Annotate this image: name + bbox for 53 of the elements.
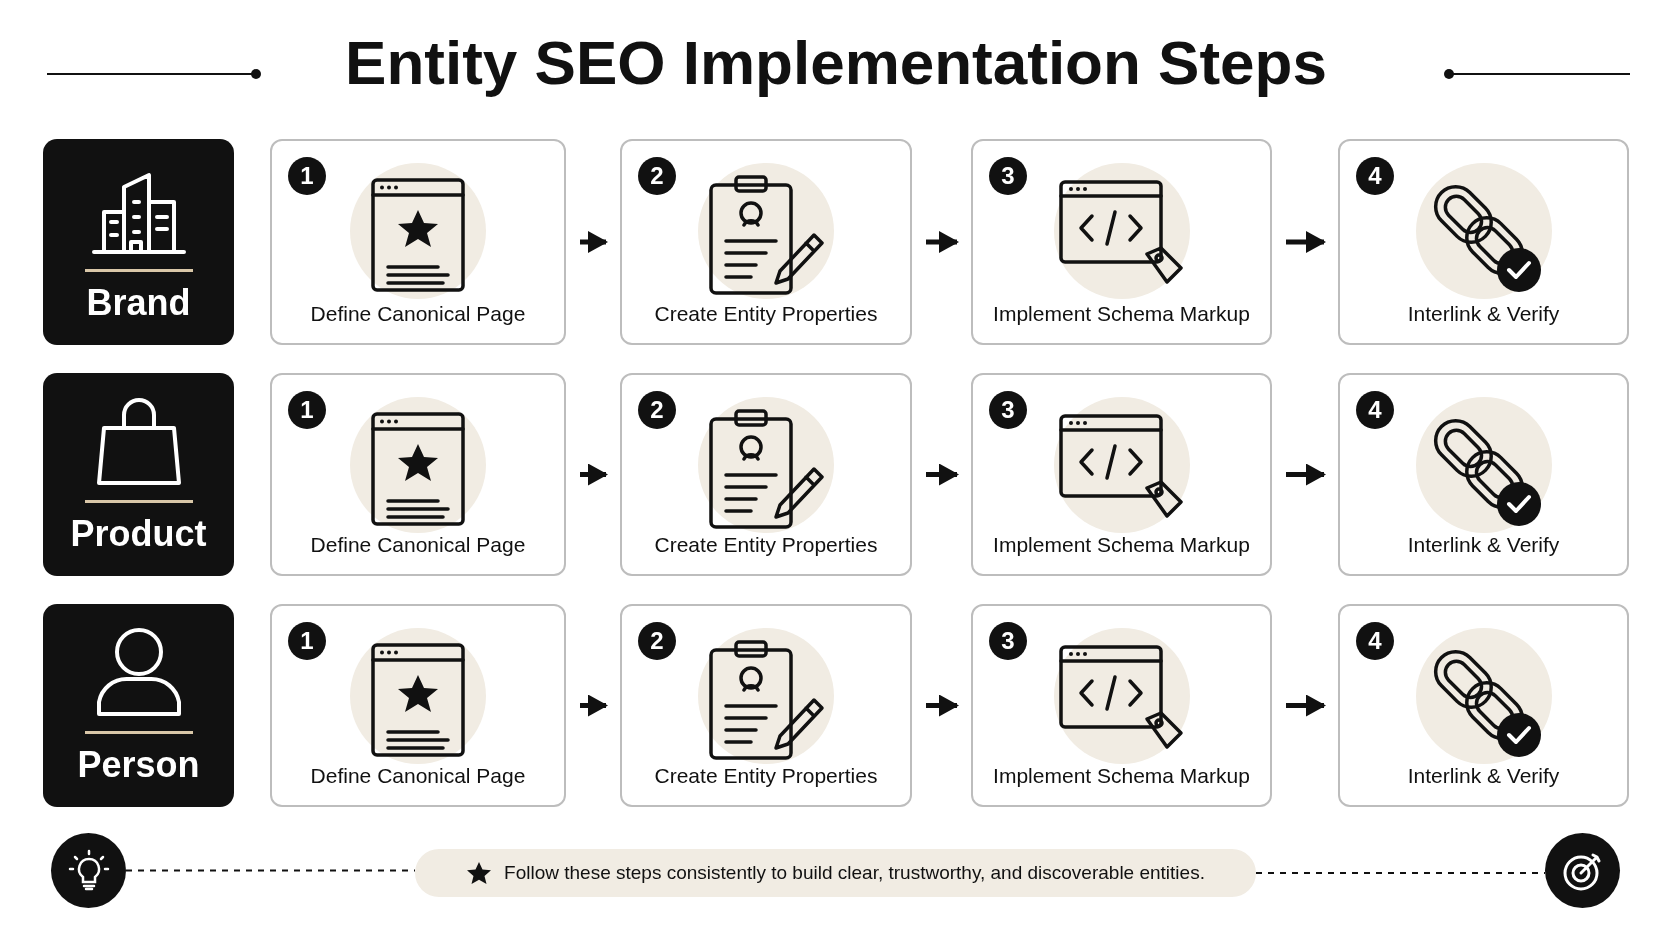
step-card	[270, 373, 566, 576]
arrow	[926, 231, 959, 253]
note-banner	[415, 849, 1256, 897]
step-label: Interlink & Verify	[1406, 300, 1561, 327]
step-number-badge: 4	[1356, 622, 1394, 660]
step-number-badge: 4	[1356, 157, 1394, 195]
step-card	[971, 604, 1272, 807]
step-number-badge: 3	[989, 622, 1027, 660]
step-label: Define Canonical Page	[309, 762, 527, 789]
category-label: Product	[70, 512, 207, 556]
step-card	[620, 604, 912, 807]
arrow	[1286, 694, 1326, 717]
step-number-badge: 4	[1356, 391, 1394, 429]
category-label: Brand	[86, 281, 191, 325]
step-number-badge: 2	[638, 391, 676, 429]
step-card	[1338, 139, 1629, 345]
category-card	[43, 139, 234, 345]
arrow	[926, 463, 959, 486]
step-number-badge: 1	[288, 622, 326, 660]
step-card	[1338, 604, 1629, 807]
arrow	[580, 231, 608, 253]
step-number-badge: 1	[288, 391, 326, 429]
arrow	[580, 463, 608, 486]
step-number-badge: 2	[638, 622, 676, 660]
arrow	[1286, 463, 1326, 486]
step-card	[1338, 373, 1629, 576]
step-label: Implement Schema Markup	[992, 531, 1251, 558]
arrow	[1286, 231, 1326, 253]
step-card	[270, 139, 566, 345]
step-card	[620, 373, 912, 576]
category-card	[43, 373, 234, 576]
step-label: Implement Schema Markup	[992, 762, 1251, 789]
step-card	[270, 604, 566, 807]
step-card	[971, 139, 1272, 345]
step-number-badge: 3	[989, 157, 1027, 195]
step-label: Define Canonical Page	[309, 531, 527, 558]
arrow	[580, 694, 608, 717]
arrow	[926, 694, 959, 717]
step-number-badge: 3	[989, 391, 1027, 429]
step-label: Create Entity Properties	[653, 300, 879, 327]
step-number-badge: 1	[288, 157, 326, 195]
category-label: Person	[77, 743, 200, 787]
step-card	[620, 139, 912, 345]
step-number-badge: 2	[638, 157, 676, 195]
step-label: Implement Schema Markup	[992, 300, 1251, 327]
category-card	[43, 604, 234, 807]
note-text: Follow these steps consistently to build clear, trustworthy, and discoverable entities.	[504, 860, 1205, 885]
step-label: Create Entity Properties	[653, 762, 879, 789]
step-label: Interlink & Verify	[1406, 762, 1561, 789]
step-card	[971, 373, 1272, 576]
step-label: Create Entity Properties	[653, 531, 879, 558]
step-label: Interlink & Verify	[1406, 531, 1561, 558]
step-label: Define Canonical Page	[309, 300, 527, 327]
